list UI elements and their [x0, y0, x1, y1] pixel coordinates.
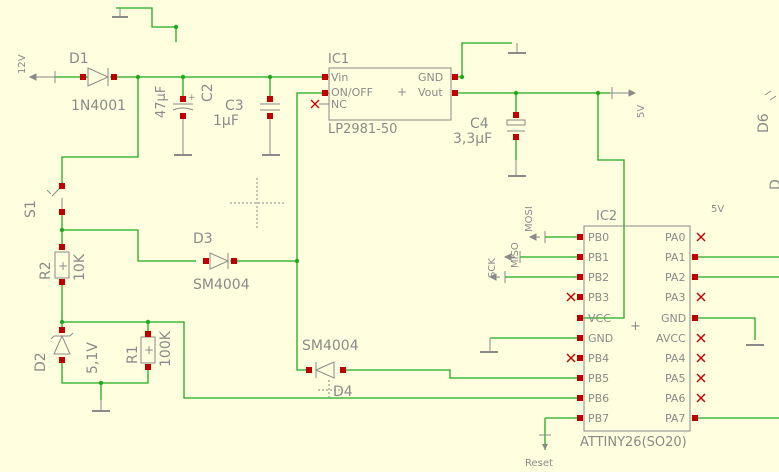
wire-top-stub[interactable]: [116, 7, 177, 42]
pin-gnd: GND: [588, 332, 613, 345]
label-5v-right: 5V: [636, 105, 647, 118]
d1-name: D1: [69, 51, 89, 67]
c4-value: 3,3µF: [453, 131, 492, 147]
ic1-pin-onoff: ON/OFF: [331, 86, 373, 99]
wire-node-d3[interactable]: [62, 229, 196, 262]
d2-value: 5,1V: [85, 342, 101, 374]
c2-name: C2: [200, 83, 216, 102]
ic1-pin-gnd: GND: [418, 71, 443, 84]
capacitor-c3[interactable]: C3 1µF: [213, 96, 280, 145]
diode-d4[interactable]: SM4004 D4: [302, 338, 359, 400]
diode-d1[interactable]: D1 1N4001: [69, 51, 126, 114]
c2-value: 47µF: [154, 86, 169, 118]
wire-pb5[interactable]: [345, 369, 580, 379]
pin-pa7: PA7: [665, 412, 685, 425]
wire-pa-out[interactable]: [695, 256, 779, 419]
resistor-r2[interactable]: + R2 10K: [38, 244, 88, 285]
resistor-r1[interactable]: + R1 100K: [125, 330, 174, 370]
wire-cap-taps[interactable]: [182, 77, 271, 96]
ic1-pin-nc: NC: [331, 98, 347, 111]
r1-name: R1: [125, 345, 141, 364]
r2-name: R2: [38, 261, 54, 280]
r1-value: 100K: [158, 330, 174, 367]
pin-pb0: PB0: [588, 231, 609, 244]
svg-text:+: +: [397, 85, 407, 99]
pin-pa3: PA3: [665, 291, 685, 304]
capacitor-c2[interactable]: 47µF C2 +: [154, 83, 216, 145]
ic2-attiny26[interactable]: IC2 + PB0 PB1 PB2 PB3 VCC GND: [566, 209, 706, 450]
ic1-pin-vin: Vin: [331, 71, 348, 84]
supply-5v: 5V 5V: [610, 87, 724, 215]
origin-markers: [230, 178, 340, 400]
pin-pa5: PA5: [665, 372, 685, 385]
pin-vcc: VCC: [588, 312, 611, 325]
ic1-regulator[interactable]: IC1 Vin ON/OFF NC GND Vout + LP2981-50: [310, 52, 458, 137]
r2-value: 10K: [72, 253, 88, 281]
d4-value: SM4004: [302, 338, 359, 354]
pin-gnd-right: GND: [661, 312, 686, 325]
svg-text:D: D: [768, 179, 779, 190]
c4-name: C4: [470, 116, 489, 132]
svg-text:+: +: [630, 319, 641, 334]
pin-pa1: PA1: [665, 251, 685, 264]
d3-value: SM4004: [193, 277, 250, 293]
label-mosi: MOSI: [524, 206, 535, 232]
isp-signals: MOSI MISO SCK: [487, 206, 546, 283]
wire-ic2-gnd-right[interactable]: [695, 317, 756, 340]
pin-pa6: PA6: [665, 392, 685, 405]
label-miso: MISO: [510, 242, 521, 268]
svg-text:+: +: [188, 93, 196, 103]
pin-pb3: PB3: [588, 291, 609, 304]
pin-pb7: PB7: [588, 412, 609, 425]
pin-pb1: PB1: [588, 251, 609, 264]
pin-pa4: PA4: [665, 352, 685, 365]
pin-pb4: PB4: [588, 352, 609, 365]
c3-value: 1µF: [213, 113, 239, 129]
label-5v-top: 5V: [711, 204, 724, 215]
pin-pa0: PA0: [665, 231, 685, 244]
label-12v: 12V: [17, 54, 28, 74]
pin-pb2: PB2: [588, 271, 609, 284]
d2-name: D2: [33, 352, 49, 372]
wire-pb6[interactable]: [148, 321, 580, 399]
label-reset: Reset: [525, 458, 553, 469]
ic2-name: IC2: [596, 209, 617, 224]
wire-vcc[interactable]: [580, 93, 625, 319]
s1-name: S1: [23, 200, 39, 218]
capacitor-c4[interactable]: C4 3,3µF: [453, 112, 526, 147]
ground-symbols: [92, 8, 764, 412]
diode-d6-partial[interactable]: D6 D: [756, 90, 779, 190]
ic2-value: ATTINY26(SO20): [580, 435, 687, 450]
d6-name: D6: [756, 113, 772, 133]
reset-signal: Reset: [525, 434, 553, 469]
ic1-name: IC1: [328, 52, 349, 67]
wire-ic1-gnd[interactable]: [457, 42, 512, 78]
wire-isp[interactable]: [505, 236, 580, 278]
svg-text:+: +: [58, 259, 68, 273]
pin-avcc: AVCC: [656, 332, 686, 345]
d3-name: D3: [193, 231, 213, 247]
junctions: [59, 24, 601, 386]
pin-pb6: PB6: [588, 392, 609, 405]
wire-d1-to-s1[interactable]: [61, 77, 139, 186]
d1-value: 1N4001: [71, 98, 126, 114]
label-sck: SCK: [487, 258, 498, 278]
svg-text:+: +: [144, 343, 154, 357]
d4-name: D4: [333, 384, 353, 400]
c3-name: C3: [225, 98, 244, 114]
ic1-pin-vout: Vout: [418, 86, 443, 99]
ic1-value: LP2981-50: [328, 122, 397, 137]
pin-pa2: PA2: [665, 271, 685, 284]
pin-pb5: PB5: [588, 372, 609, 385]
supply-12v: 12V: [17, 54, 56, 83]
zener-d2[interactable]: D2 5,1V: [33, 327, 101, 374]
diode-d3[interactable]: D3 SM4004: [193, 231, 250, 293]
switch-s1[interactable]: S1: [23, 183, 65, 218]
wire-onoff[interactable]: [296, 92, 329, 371]
